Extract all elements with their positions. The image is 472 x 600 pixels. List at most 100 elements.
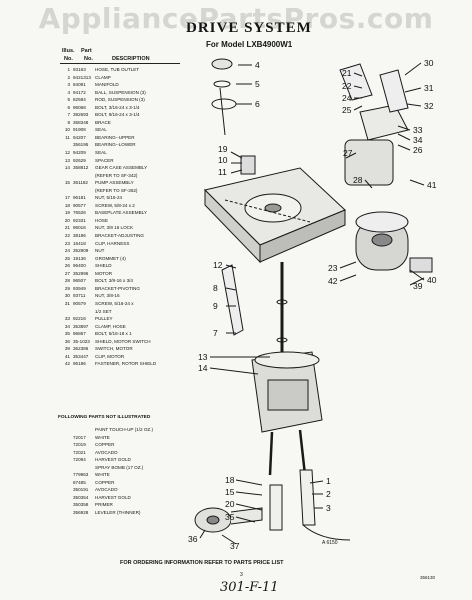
part-number: 96016	[73, 225, 86, 231]
header-description: DESCRIPTION	[112, 56, 150, 62]
part-number: 779963	[73, 472, 89, 478]
ordering-footer: FOR ORDERING INFORMATION REFER TO PARTS …	[120, 560, 284, 566]
illus-number: 4	[67, 89, 70, 95]
part-description: HOSE	[95, 217, 109, 223]
part-description: GEAR CASE ASSEMBLY	[95, 165, 148, 171]
part-number: 90579	[73, 300, 86, 306]
illus-number: 12	[64, 150, 70, 156]
part-number: 93163	[73, 67, 86, 72]
callout-35: 35	[225, 512, 235, 522]
part-number: 96181	[73, 195, 86, 201]
part-description: PAINT TOUCH-UP (1/2 OZ.)	[95, 427, 154, 432]
table-row: 356928 LEVELER (THINNER)	[60, 509, 190, 517]
part-number: 72019	[73, 442, 86, 448]
callout-20: 20	[225, 499, 235, 509]
callout-27: 27	[343, 148, 353, 158]
part-description: LEVELER (THINNER)	[95, 510, 141, 516]
part-number: 353897	[73, 323, 89, 329]
illus-number: 39	[64, 346, 70, 352]
illus-number: 29	[64, 285, 70, 291]
illus-number: 42	[64, 361, 70, 367]
callout-40: 40	[427, 275, 437, 285]
part-number: 350358	[73, 502, 89, 508]
part-description: BRACKET-ADJUSTING	[95, 233, 145, 239]
table-row: SPRAY BOMB (17 OZ.)	[60, 464, 190, 472]
part-number: 96867	[73, 331, 86, 337]
illus-number: 15	[64, 180, 70, 186]
part-description: (REFER TO SF-362)	[95, 187, 138, 193]
part-number: 16418	[73, 240, 86, 246]
part-number: 356928	[73, 510, 89, 516]
page-number: 3	[240, 572, 243, 578]
callout-33: 33	[413, 125, 423, 135]
illus-number: 23	[64, 240, 70, 246]
part-description: MANIFOLD	[95, 82, 119, 88]
callout-30: 30	[424, 58, 434, 68]
part-description: AVOCADO	[95, 487, 118, 493]
callout-26: 26	[413, 145, 423, 155]
part-description: SWITCH, MOTOR	[95, 346, 133, 352]
callout-42: 42	[328, 276, 338, 286]
callout-9: 9	[213, 301, 218, 311]
part-description: GROMMET (4)	[95, 255, 126, 261]
illus-number: 3	[67, 82, 70, 88]
illus-number: 31	[64, 300, 70, 306]
part-description: SHIELD, MOTOR SWITCH	[95, 338, 151, 344]
header-rule	[60, 63, 180, 64]
model-subtitle: For Model LXB4900W1	[206, 40, 293, 49]
part-number: 93711	[73, 293, 86, 299]
callout-41: 41	[427, 180, 437, 190]
illus-number: 13	[64, 157, 70, 163]
part-number: 19136	[73, 255, 86, 261]
watermark: AppliancePartsPros.com	[38, 2, 434, 35]
callout-5: 5	[255, 79, 260, 89]
illus-number: 19	[64, 210, 70, 216]
illus-number: 2	[67, 74, 70, 80]
part-description: BEARING--LOWER	[95, 142, 136, 148]
art-number: A 6150	[322, 540, 338, 546]
callout-18: 18	[225, 475, 235, 485]
part-description: BOLT, 9/16-24 x 3-1/4	[95, 112, 140, 118]
illus-number: 33	[64, 316, 70, 322]
illus-number: 6	[67, 104, 70, 110]
illus-number: 34	[64, 323, 70, 329]
callout-8: 8	[213, 283, 218, 293]
part-number: 358812	[73, 165, 89, 171]
illus-number: 36	[64, 338, 70, 344]
header-no-part: No.	[84, 56, 93, 62]
callout-32: 32	[424, 101, 434, 111]
callout-31: 31	[424, 83, 434, 93]
illus-number: 1	[67, 67, 70, 72]
callout-1: 1	[326, 476, 331, 486]
part-description: HOSE, TUB OUTLET	[95, 67, 140, 72]
callout-25: 25	[342, 105, 352, 115]
illus-number: 11	[65, 134, 70, 140]
part-number: 358348	[73, 119, 89, 125]
part-description: CLIP, MOTOR	[95, 353, 125, 359]
part-number: 76526	[73, 210, 86, 216]
callout-7: 7	[213, 328, 218, 338]
part-description: NUT	[95, 248, 105, 254]
part-description: PUMP ASSEMBLY	[95, 180, 134, 186]
part-description: BASEPLATE ASSEMBLY	[95, 210, 147, 216]
callout-21: 21	[342, 68, 352, 78]
part-number: 9421313	[73, 74, 91, 80]
part-number: 94209	[73, 150, 86, 156]
